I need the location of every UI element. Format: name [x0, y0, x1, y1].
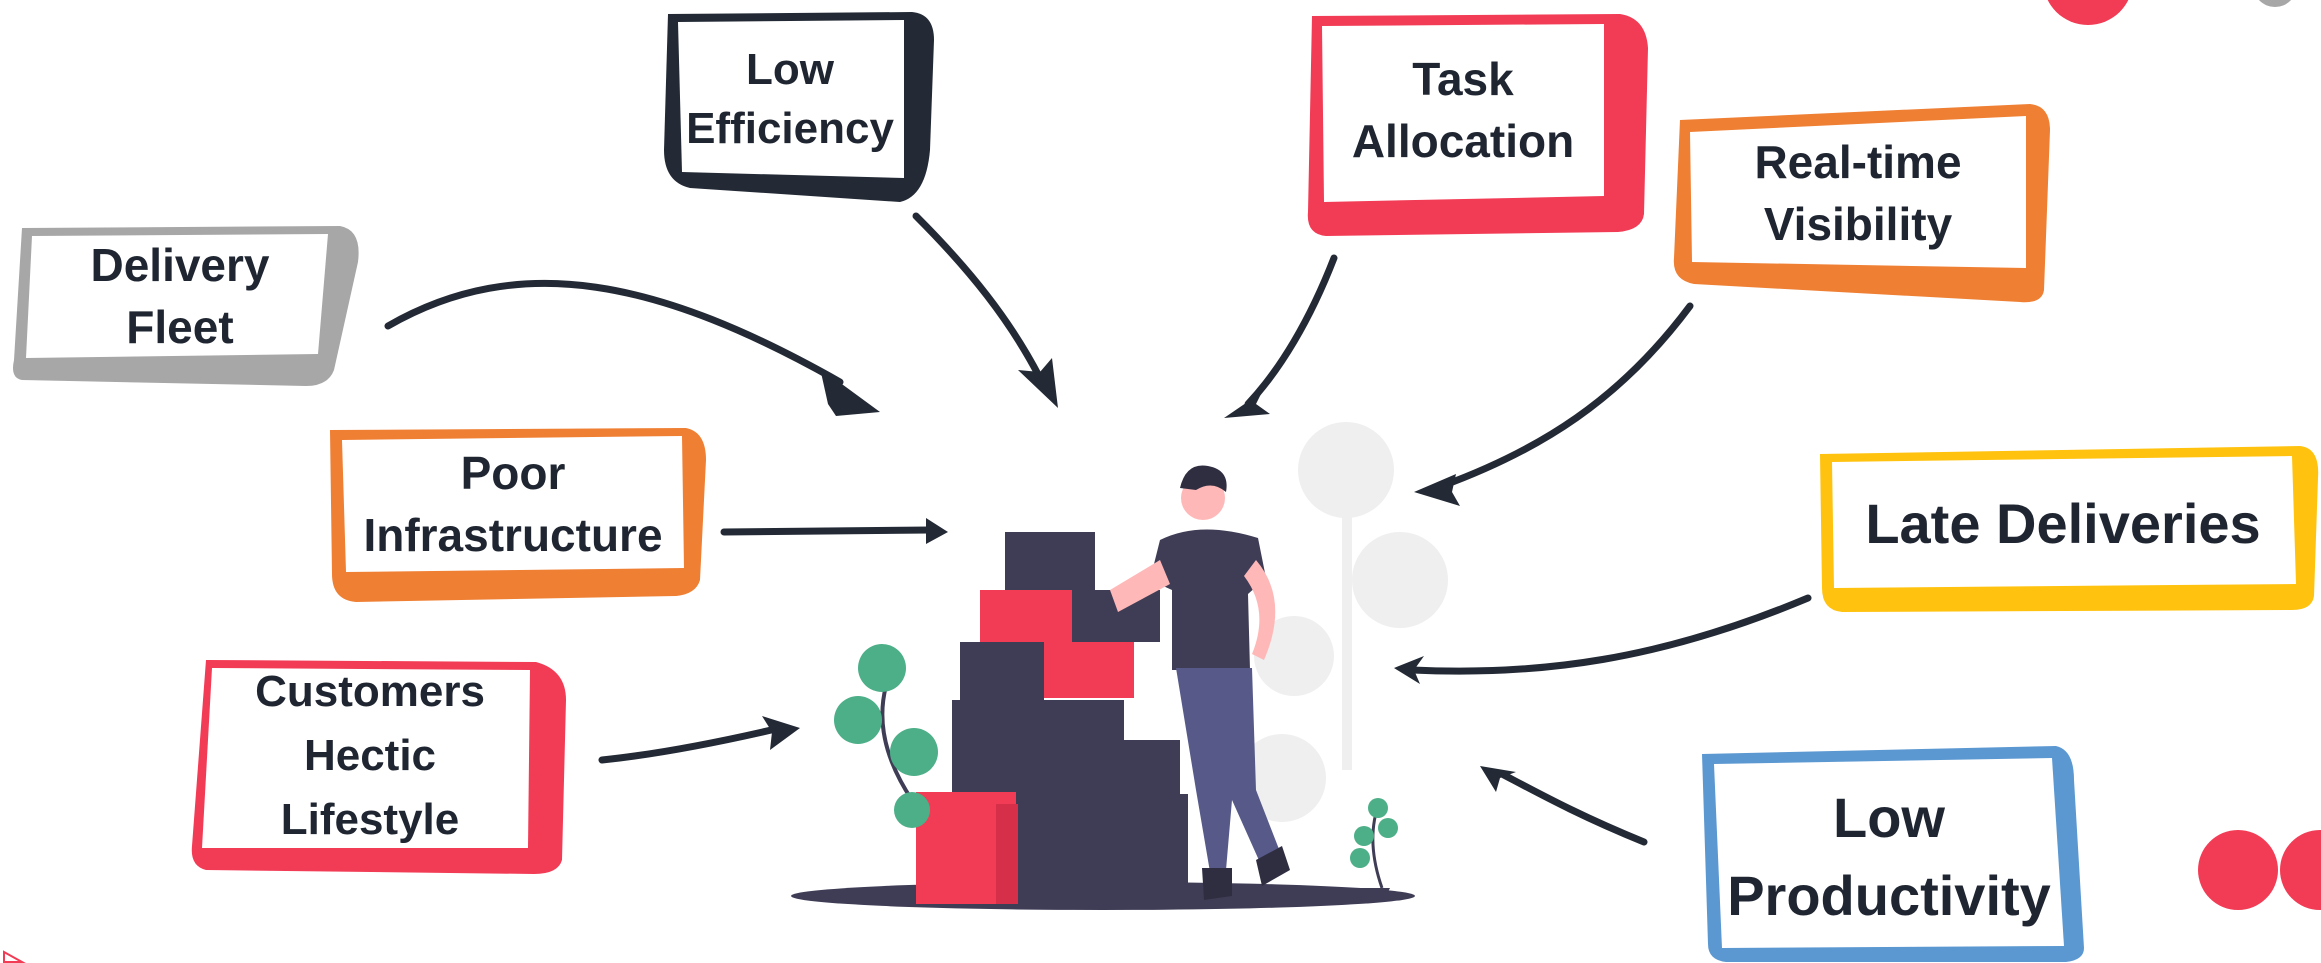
- frame-poor-infrastructure: [330, 428, 706, 602]
- label-line: Poor: [460, 446, 566, 499]
- arrow-realtime-visibility: [1438, 302, 1694, 490]
- label-line: Task: [1412, 52, 1514, 105]
- label-line: Allocation: [1351, 115, 1575, 167]
- label-line: Productivity: [1727, 864, 2051, 927]
- arrowhead-realtime-visibility: [1414, 474, 1460, 506]
- label-customers-hectic: Customers Hectic Lifestyle: [212, 666, 528, 846]
- label-late-deliveries: Late Deliveries: [1834, 464, 2292, 584]
- label-line: Fleet: [126, 301, 234, 353]
- label-delivery-fleet: Delivery Fleet: [40, 236, 320, 356]
- label-line: Low: [746, 44, 834, 94]
- label-line: Visibility: [1763, 198, 1953, 250]
- arrowhead-low-productivity: [1480, 766, 1516, 792]
- arrowhead-low-efficiency: [1018, 358, 1058, 408]
- arrowhead-task-allocation: [1224, 392, 1270, 418]
- label-low-productivity: Low Productivity: [1716, 768, 2062, 946]
- frame-low-productivity: [1702, 746, 2084, 962]
- arrow-delivery-fleet: [384, 279, 844, 386]
- frame-task-allocation: [1307, 14, 1648, 236]
- label-line: Lifestyle: [280, 794, 460, 844]
- background-plant-icon: [1238, 422, 1448, 822]
- label-line: Low: [1833, 785, 1945, 849]
- arrowhead-poor-infrastructure: [926, 518, 948, 544]
- frame-low-efficiency: [664, 12, 934, 202]
- label-realtime-visibility: Real-time Visibility: [1692, 120, 2024, 266]
- label-line: Real-time: [1754, 135, 1962, 188]
- arrow-low-productivity: [1498, 770, 1648, 846]
- frame-customers-hectic: [191, 660, 566, 874]
- right-plant-icon: [1350, 798, 1398, 900]
- decor-circle-top-gray: [2258, 0, 2292, 7]
- left-plant-icon: [834, 644, 938, 828]
- corner-mark-icon: [3, 950, 26, 963]
- frame-delivery-fleet: [13, 226, 359, 386]
- label-poor-infrastructure: Poor Infrastructure: [346, 440, 680, 568]
- label-task-allocation: Task Allocation: [1324, 30, 1602, 190]
- arrow-low-efficiency: [912, 212, 1044, 382]
- arrow-poor-infrastructure: [720, 526, 934, 536]
- label-line: Infrastructure: [363, 509, 663, 561]
- person-with-boxes-illustration: [791, 422, 1448, 910]
- arrowhead-late-deliveries: [1394, 656, 1424, 684]
- label-line: Hectic: [303, 731, 437, 781]
- arrow-heads: [762, 358, 1516, 792]
- label-line: Efficiency: [686, 104, 894, 153]
- label-line: Delivery: [90, 238, 270, 291]
- decor-circle-top: [2047, 0, 2129, 25]
- arrowhead-customers-hectic: [762, 716, 800, 750]
- arrow-task-allocation: [1244, 254, 1338, 408]
- arrows: [384, 212, 1812, 846]
- person-figure: [1110, 465, 1290, 900]
- arrow-late-deliveries: [1408, 594, 1812, 675]
- frame-realtime-visibility: [1673, 104, 2050, 303]
- frame-late-deliveries: [1820, 446, 2319, 612]
- arrow-customers-hectic: [598, 724, 784, 764]
- label-line: Late Deliveries: [1865, 492, 2261, 556]
- label-line: Customers: [255, 667, 485, 717]
- label-low-efficiency: Low Efficiency: [680, 24, 900, 174]
- decor-circle-bottom-2: [2280, 830, 2321, 910]
- decor-circle-bottom-1: [2198, 830, 2278, 910]
